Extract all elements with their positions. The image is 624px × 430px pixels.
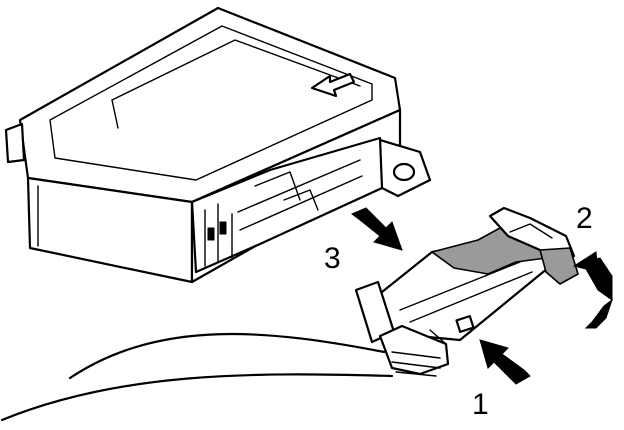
push-arrow-icon [479,339,531,385]
control-module [4,6,432,284]
left-tab [4,122,26,164]
rotate-arrow-icon [572,251,613,329]
mounting-tab [376,138,432,198]
wiring-harness [0,332,441,422]
harness-outline-top [68,332,386,380]
callout-1: 1 [472,388,489,421]
direction-arrow-icon [310,72,356,98]
module-top-panel [49,25,373,181]
callout-2: 2 [576,202,593,235]
harness-outline-bottom [0,373,394,422]
pull-arrow-icon [351,207,403,251]
connector-plug [354,206,579,376]
callout-3: 3 [324,242,341,275]
mounting-hole [392,162,416,182]
